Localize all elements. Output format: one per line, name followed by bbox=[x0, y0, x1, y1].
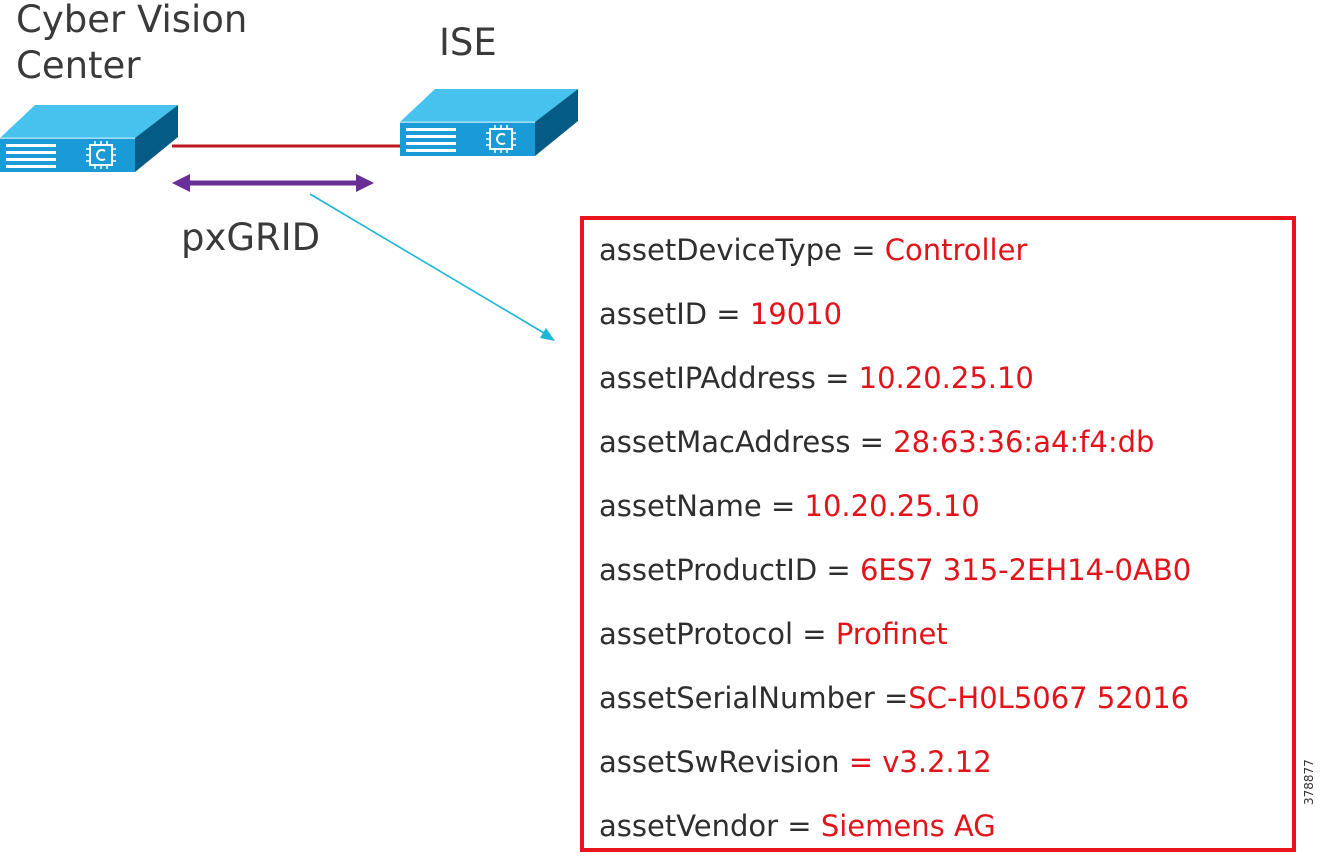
attribute-value: 10.20.25.10 bbox=[804, 489, 980, 523]
attribute-key: assetVendor = bbox=[599, 809, 821, 843]
cyber-vision-center-label: Cyber Vision Center bbox=[16, 0, 247, 89]
attribute-value: Siemens AG bbox=[820, 809, 996, 843]
pxgrid-double-arrow bbox=[172, 174, 374, 192]
attribute-value: 28:63:36:a4:f4:db bbox=[893, 425, 1155, 459]
cyber-vision-center-label-line1: Cyber Vision bbox=[16, 0, 248, 41]
attribute-row: assetSwRevision = v3.2.12 bbox=[599, 744, 992, 780]
attribute-row: assetID = 19010 bbox=[599, 296, 842, 332]
attribute-value: 10.20.25.10 bbox=[858, 361, 1034, 395]
attribute-row: assetMacAddress = 28:63:36:a4:f4:db bbox=[599, 424, 1154, 460]
cyber-vision-center-label-line2: Center bbox=[16, 44, 141, 87]
attribute-row: assetName = 10.20.25.10 bbox=[599, 488, 980, 524]
attribute-value: Profinet bbox=[835, 617, 948, 651]
attribute-key: assetName = bbox=[599, 489, 805, 523]
attribute-value: 6ES7 315-2EH14-0AB0 bbox=[859, 553, 1192, 587]
attribute-row: assetVendor = Siemens AG bbox=[599, 808, 996, 844]
attribute-value: 19010 bbox=[749, 297, 843, 331]
chip-icon bbox=[486, 125, 516, 153]
chip-icon bbox=[86, 141, 116, 169]
attribute-value: SC-H0L5067 52016 bbox=[908, 681, 1190, 715]
pointer-arrow bbox=[309, 193, 555, 341]
asset-attributes-box: assetDeviceType = Controller assetID = 1… bbox=[580, 216, 1296, 852]
attribute-key: assetIPAddress = bbox=[599, 361, 859, 395]
attribute-key: assetMacAddress = bbox=[599, 425, 894, 459]
attribute-row: assetProtocol = Profinet bbox=[599, 616, 948, 652]
attribute-value: Controller bbox=[884, 233, 1028, 267]
attribute-key: assetSerialNumber = bbox=[599, 681, 909, 715]
pxgrid-label: pxGRID bbox=[181, 216, 321, 259]
cyber-vision-center-appliance-icon bbox=[0, 105, 178, 172]
ise-appliance-icon bbox=[400, 89, 578, 156]
attribute-row: assetProductID = 6ES7 315-2EH14-0AB0 bbox=[599, 552, 1191, 588]
attribute-row: assetDeviceType = Controller bbox=[599, 232, 1027, 268]
attribute-key: assetProductID = bbox=[599, 553, 860, 587]
attribute-key: assetDeviceType = bbox=[599, 233, 885, 267]
attribute-key: assetSwRevision bbox=[599, 745, 840, 779]
figure-id: 378877 bbox=[1302, 759, 1316, 805]
attribute-row: assetIPAddress = 10.20.25.10 bbox=[599, 360, 1034, 396]
attribute-key: assetID = bbox=[599, 297, 750, 331]
attribute-row: assetSerialNumber =SC-H0L5067 52016 bbox=[599, 680, 1189, 716]
attribute-key: assetProtocol = bbox=[599, 617, 836, 651]
attribute-value: = v3.2.12 bbox=[839, 745, 992, 779]
ise-label: ISE bbox=[439, 21, 497, 64]
